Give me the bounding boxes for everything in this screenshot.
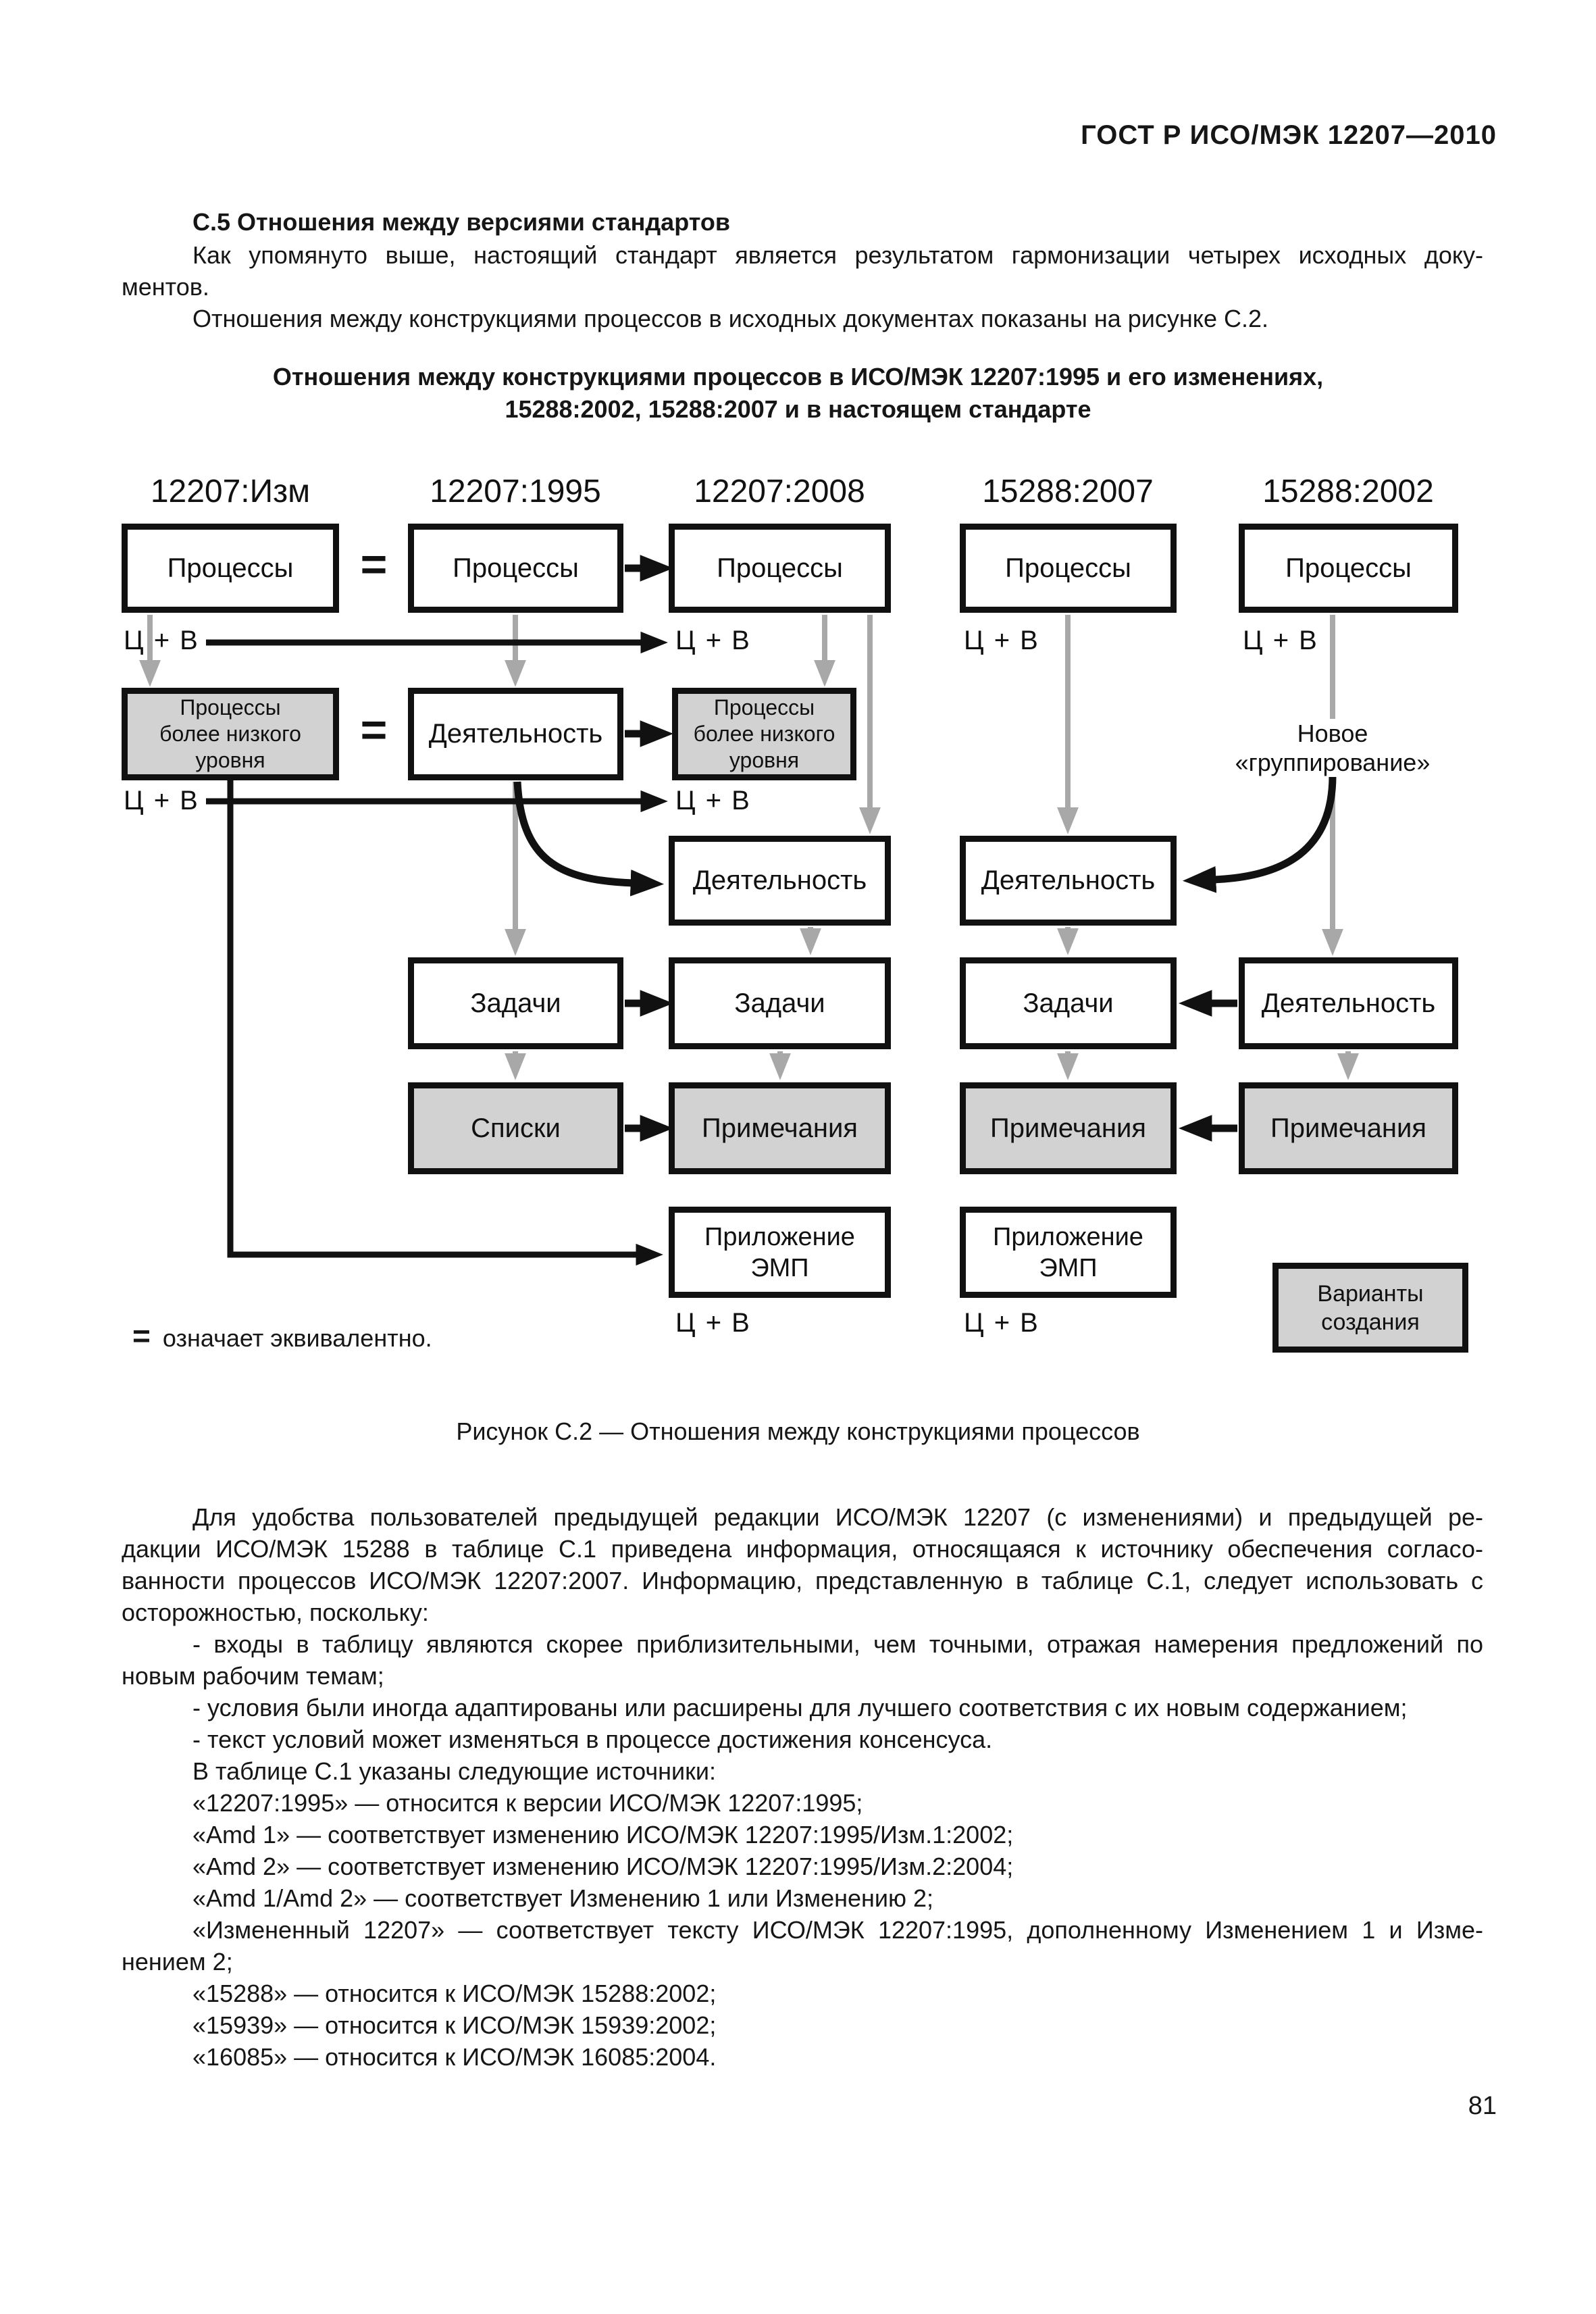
column-header-15288-2002: 15288:2002 — [1262, 474, 1434, 509]
box-emp-annex-15288-2007: Приложение ЭМП — [960, 1207, 1177, 1298]
cv-label-r1c1: Ц + В — [124, 626, 199, 655]
box-notes-15288-2007: Примечания — [960, 1082, 1177, 1174]
cv-label-r6c3: Ц + В — [675, 1308, 751, 1338]
text-line: осторожностью, поскольку: — [122, 1599, 429, 1626]
cv-label-r2c1: Ц + В — [124, 786, 199, 815]
text-line: В таблице С.1 указаны следующие источник… — [192, 1757, 716, 1785]
box-activity-12207-1995: Деятельность — [408, 688, 623, 780]
text-line: «15939» — относится к ИСО/МЭК 15939:2002… — [192, 2011, 717, 2039]
text-line: «16085» — относится к ИСО/МЭК 16085:2004… — [192, 2043, 717, 2071]
box-processes-15288-2002: Процессы — [1239, 524, 1458, 613]
section-heading: С.5 Отношения между версиями стандартов — [192, 208, 730, 236]
text-line: «Amd 1» — соответствует изменению ИСО/МЭ… — [192, 1821, 1014, 1848]
box-processes-12207izm: Процессы — [122, 524, 339, 613]
text-line: «15288» — относится к ИСО/МЭК 15288:2002… — [192, 1980, 717, 2007]
cv-label-r1c3: Ц + В — [675, 626, 751, 655]
column-header-12207-izm: 12207:Изм — [150, 474, 311, 509]
box-tasks-12207-1995: Задачи — [408, 957, 623, 1049]
text-line: Отношения между конструкциями процессов … — [192, 305, 1268, 332]
box-lists-12207-1995: Списки — [408, 1082, 623, 1174]
equals-sign-row2: = — [360, 704, 388, 755]
legend: = означает эквивалентно. — [132, 1317, 432, 1354]
body-paragraphs: Для удобства пользователей предыдущей ре… — [122, 1501, 1483, 2073]
text-line: Как упомянуто выше, настоящий стандарт я… — [192, 241, 1483, 269]
column-header-12207-2008: 12207:2008 — [694, 474, 865, 509]
text-line: «Amd 1/Amd 2» — соответствует Изменению … — [192, 1884, 934, 1912]
box-lower-level-processes-12207-2008: Процессы более низкого уровня — [672, 688, 856, 780]
box-lower-level-processes-12207izm: Процессы более низкого уровня — [122, 688, 339, 780]
text-line: «Amd 2» — соответствует изменению ИСО/МЭ… — [192, 1853, 1014, 1880]
new-grouping-note: Новое «группирование» — [1220, 719, 1445, 777]
text-line: - условия были иногда адаптированы или р… — [192, 1694, 1408, 1721]
intro-paragraphs: Как упомянуто выше, настоящий стандарт я… — [122, 239, 1483, 334]
box-activity-12207-2008: Деятельность — [669, 836, 891, 926]
box-activity-15288-2007: Деятельность — [960, 836, 1177, 926]
column-header-12207-1995: 12207:1995 — [430, 474, 601, 509]
page-number: 81 — [1468, 2092, 1497, 2120]
text-line: Для удобства пользователей предыдущей ре… — [192, 1503, 1483, 1531]
text-line: «Измененный 12207» — соответствует текст… — [192, 1916, 1483, 1944]
text-line: - текст условий может изменяться в проце… — [192, 1726, 993, 1753]
document-header: ГОСТ Р ИСО/МЭК 12207—2010 — [1081, 120, 1497, 150]
text-line: нением 2; — [122, 1948, 233, 1976]
legend-equals-symbol: = — [132, 1318, 151, 1353]
text-line: дакции ИСО/МЭК 15288 в таблице С.1 приве… — [122, 1535, 1483, 1563]
figure-title: Отношения между конструкциями процессов … — [0, 361, 1596, 426]
box-processes-12207-2008: Процессы — [669, 524, 891, 613]
text-line: - входы в таблицу являются скорее прибли… — [192, 1630, 1483, 1658]
text-line: ванности процессов ИСО/МЭК 12207:2007. И… — [122, 1567, 1483, 1594]
box-processes-15288-2007: Процессы — [960, 524, 1177, 613]
text-line: ментов. — [122, 273, 209, 301]
box-notes-12207-2008: Примечания — [669, 1082, 891, 1174]
figure-title-line-1: Отношения между конструкциями процессов … — [272, 363, 1324, 391]
legend-text: означает эквивалентно. — [162, 1324, 432, 1352]
box-activity-15288-2002: Деятельность — [1239, 957, 1458, 1049]
cv-label-r6c4: Ц + В — [964, 1308, 1039, 1338]
box-tasks-15288-2007: Задачи — [960, 957, 1177, 1049]
figure-title-line-2: 15288:2002, 15288:2007 и в настоящем ста… — [505, 395, 1091, 423]
text-line: «12207:1995» — относится к версии ИСО/МЭ… — [192, 1789, 863, 1817]
cv-label-r1c5: Ц + В — [1243, 626, 1318, 655]
cv-label-r2c3: Ц + В — [675, 786, 751, 815]
box-processes-12207-1995: Процессы — [408, 524, 623, 613]
column-header-15288-2007: 15288:2007 — [982, 474, 1154, 509]
box-creation-variants: Варианты создания — [1272, 1263, 1468, 1353]
box-notes-15288-2002: Примечания — [1239, 1082, 1458, 1174]
cv-label-r1c4: Ц + В — [964, 626, 1039, 655]
equals-sign-row1: = — [360, 538, 388, 590]
box-emp-annex-12207-2008: Приложение ЭМП — [669, 1207, 891, 1298]
text-line: новым рабочим темам; — [122, 1662, 384, 1690]
box-tasks-12207-2008: Задачи — [669, 957, 891, 1049]
figure-caption: Рисунок С.2 — Отношения между конструкци… — [456, 1417, 1140, 1445]
